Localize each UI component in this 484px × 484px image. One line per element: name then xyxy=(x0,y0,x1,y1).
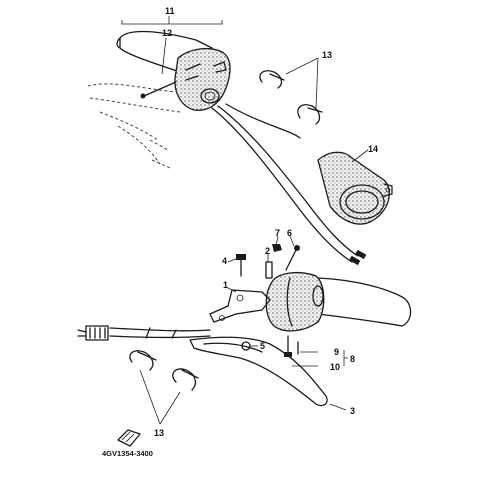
bolt-6 xyxy=(285,249,297,271)
callout-11: 11 xyxy=(165,6,175,16)
handlebar-grip xyxy=(317,277,412,327)
callout-10: 10 xyxy=(330,362,340,372)
throttle-housing xyxy=(174,47,231,111)
callout-7: 7 xyxy=(275,228,280,238)
nut-7 xyxy=(272,244,282,252)
cable-clamps-bottom xyxy=(129,350,199,391)
bolt-4 xyxy=(236,254,246,277)
throttle-grip-assembly xyxy=(87,30,367,266)
part-code: 4GV1354-3400 xyxy=(102,449,153,458)
callout-5: 5 xyxy=(260,341,265,351)
callout-2: 2 xyxy=(265,246,270,256)
callout-13-bottom: 13 xyxy=(154,428,164,438)
front-direction-arrow xyxy=(117,429,141,447)
callout-9: 9 xyxy=(334,347,339,357)
wire-connector xyxy=(85,325,109,341)
callout-4: 4 xyxy=(222,256,227,266)
callout-1: 1 xyxy=(223,280,228,290)
leader-lines xyxy=(121,16,369,425)
lever-holder-assembly xyxy=(77,244,412,407)
callout-12: 12 xyxy=(162,28,172,38)
bracket-1 xyxy=(209,289,271,323)
callout-3: 3 xyxy=(350,406,355,416)
callout-8: 8 xyxy=(350,354,355,364)
cable-clamps-top xyxy=(259,70,323,125)
lever-holder xyxy=(265,271,325,332)
callout-14: 14 xyxy=(368,144,378,154)
screw-12 xyxy=(143,81,177,97)
callout-labels: 11 12 13 14 7 6 4 2 1 5 9 8 10 3 13 4GV1… xyxy=(102,6,378,458)
clutch-lever-3 xyxy=(189,336,328,407)
part-2 xyxy=(265,261,273,279)
callout-13-top: 13 xyxy=(322,50,332,60)
rubber-boot-14 xyxy=(317,151,393,225)
callout-6: 6 xyxy=(287,228,292,238)
